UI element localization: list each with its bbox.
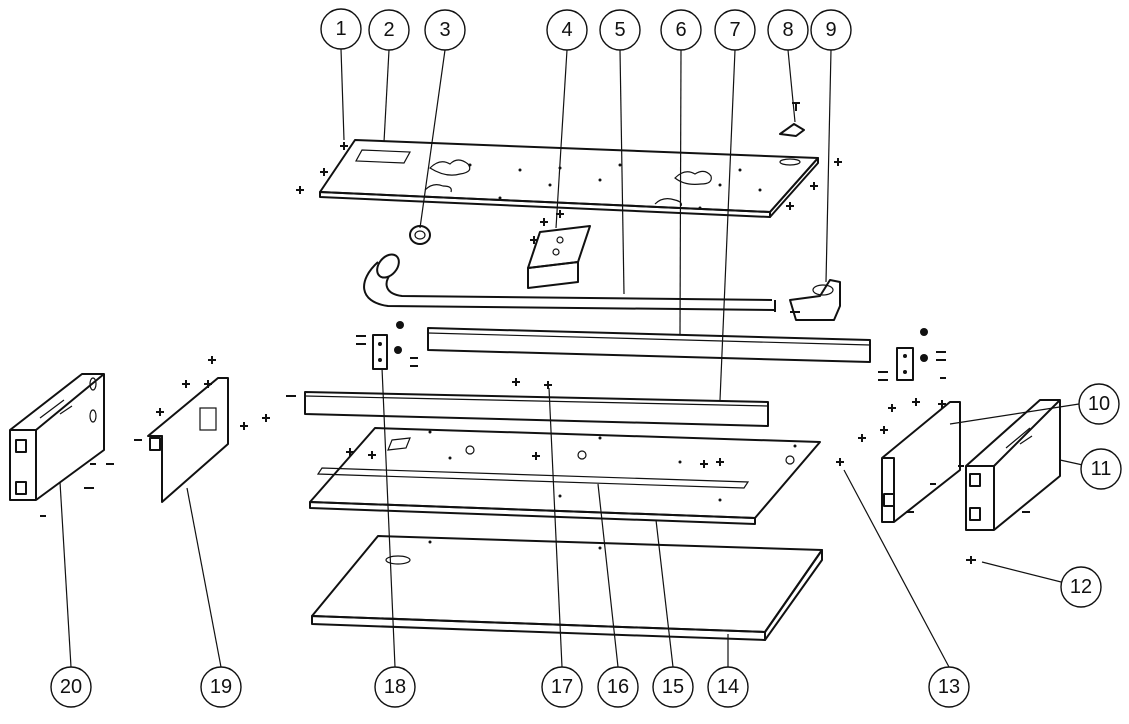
callout-14: 14 (707, 666, 749, 708)
svg-text:16: 16 (607, 676, 629, 698)
part-screw-12 (966, 556, 976, 564)
callout-5: 5 (599, 9, 641, 51)
part-angle-rail-7 (286, 378, 769, 427)
part-hinge-left (356, 321, 418, 370)
part-right-end-box (958, 399, 1061, 531)
callout-bubbles: 1 2 3 4 5 6 7 8 9 10 11 12 13 14 15 16 1… (50, 8, 1122, 708)
svg-text:18: 18 (384, 676, 406, 698)
callout-1: 1 (320, 8, 362, 50)
callout-9: 9 (810, 9, 852, 51)
callout-20: 20 (50, 666, 92, 708)
part-screw-13 (836, 458, 844, 466)
svg-text:10: 10 (1088, 393, 1110, 415)
callout-12: 12 (1060, 566, 1102, 608)
svg-text:20: 20 (60, 676, 82, 698)
svg-text:2: 2 (383, 19, 394, 41)
svg-text:13: 13 (938, 676, 960, 698)
part-bracket-4 (527, 210, 591, 289)
callout-13: 13 (928, 666, 970, 708)
svg-text:15: 15 (662, 676, 684, 698)
callout-16: 16 (597, 666, 639, 708)
callout-3: 3 (424, 9, 466, 51)
part-clip (779, 123, 805, 137)
callout-10: 10 (1078, 383, 1120, 425)
part-mid-plate (309, 427, 821, 525)
callout-15: 15 (652, 666, 694, 708)
callout-11: 11 (1080, 448, 1122, 490)
part-hinge-right (878, 328, 946, 381)
svg-text:5: 5 (614, 19, 625, 41)
svg-text:3: 3 (439, 19, 450, 41)
svg-text:7: 7 (729, 19, 740, 41)
part-elbow-fitting (789, 279, 841, 321)
svg-text:1: 1 (335, 18, 346, 40)
part-rail-6 (427, 327, 871, 363)
callout-6: 6 (660, 9, 702, 51)
part-left-end-box (9, 373, 142, 517)
part-left-panel (147, 356, 270, 503)
part-right-panel (858, 398, 961, 523)
svg-text:9: 9 (825, 19, 836, 41)
callout-8: 8 (767, 9, 809, 51)
callout-18: 18 (374, 666, 416, 708)
callout-7: 7 (714, 9, 756, 51)
svg-text:11: 11 (1091, 458, 1112, 480)
part-hose (363, 253, 776, 312)
callout-19: 19 (200, 666, 242, 708)
callout-17: 17 (541, 666, 583, 708)
leader-lines (59, 48, 1102, 668)
svg-text:14: 14 (717, 676, 739, 698)
svg-text:12: 12 (1070, 576, 1092, 598)
part-bottom-pan (311, 535, 823, 641)
svg-text:8: 8 (782, 19, 793, 41)
callout-4: 4 (546, 9, 588, 51)
callout-2: 2 (368, 9, 410, 51)
svg-text:19: 19 (210, 676, 232, 698)
svg-text:17: 17 (551, 676, 573, 698)
svg-text:4: 4 (561, 19, 572, 41)
part-top-cover (319, 139, 819, 218)
part-grommet (409, 225, 431, 245)
svg-text:6: 6 (675, 19, 686, 41)
fasteners-top (296, 102, 842, 210)
